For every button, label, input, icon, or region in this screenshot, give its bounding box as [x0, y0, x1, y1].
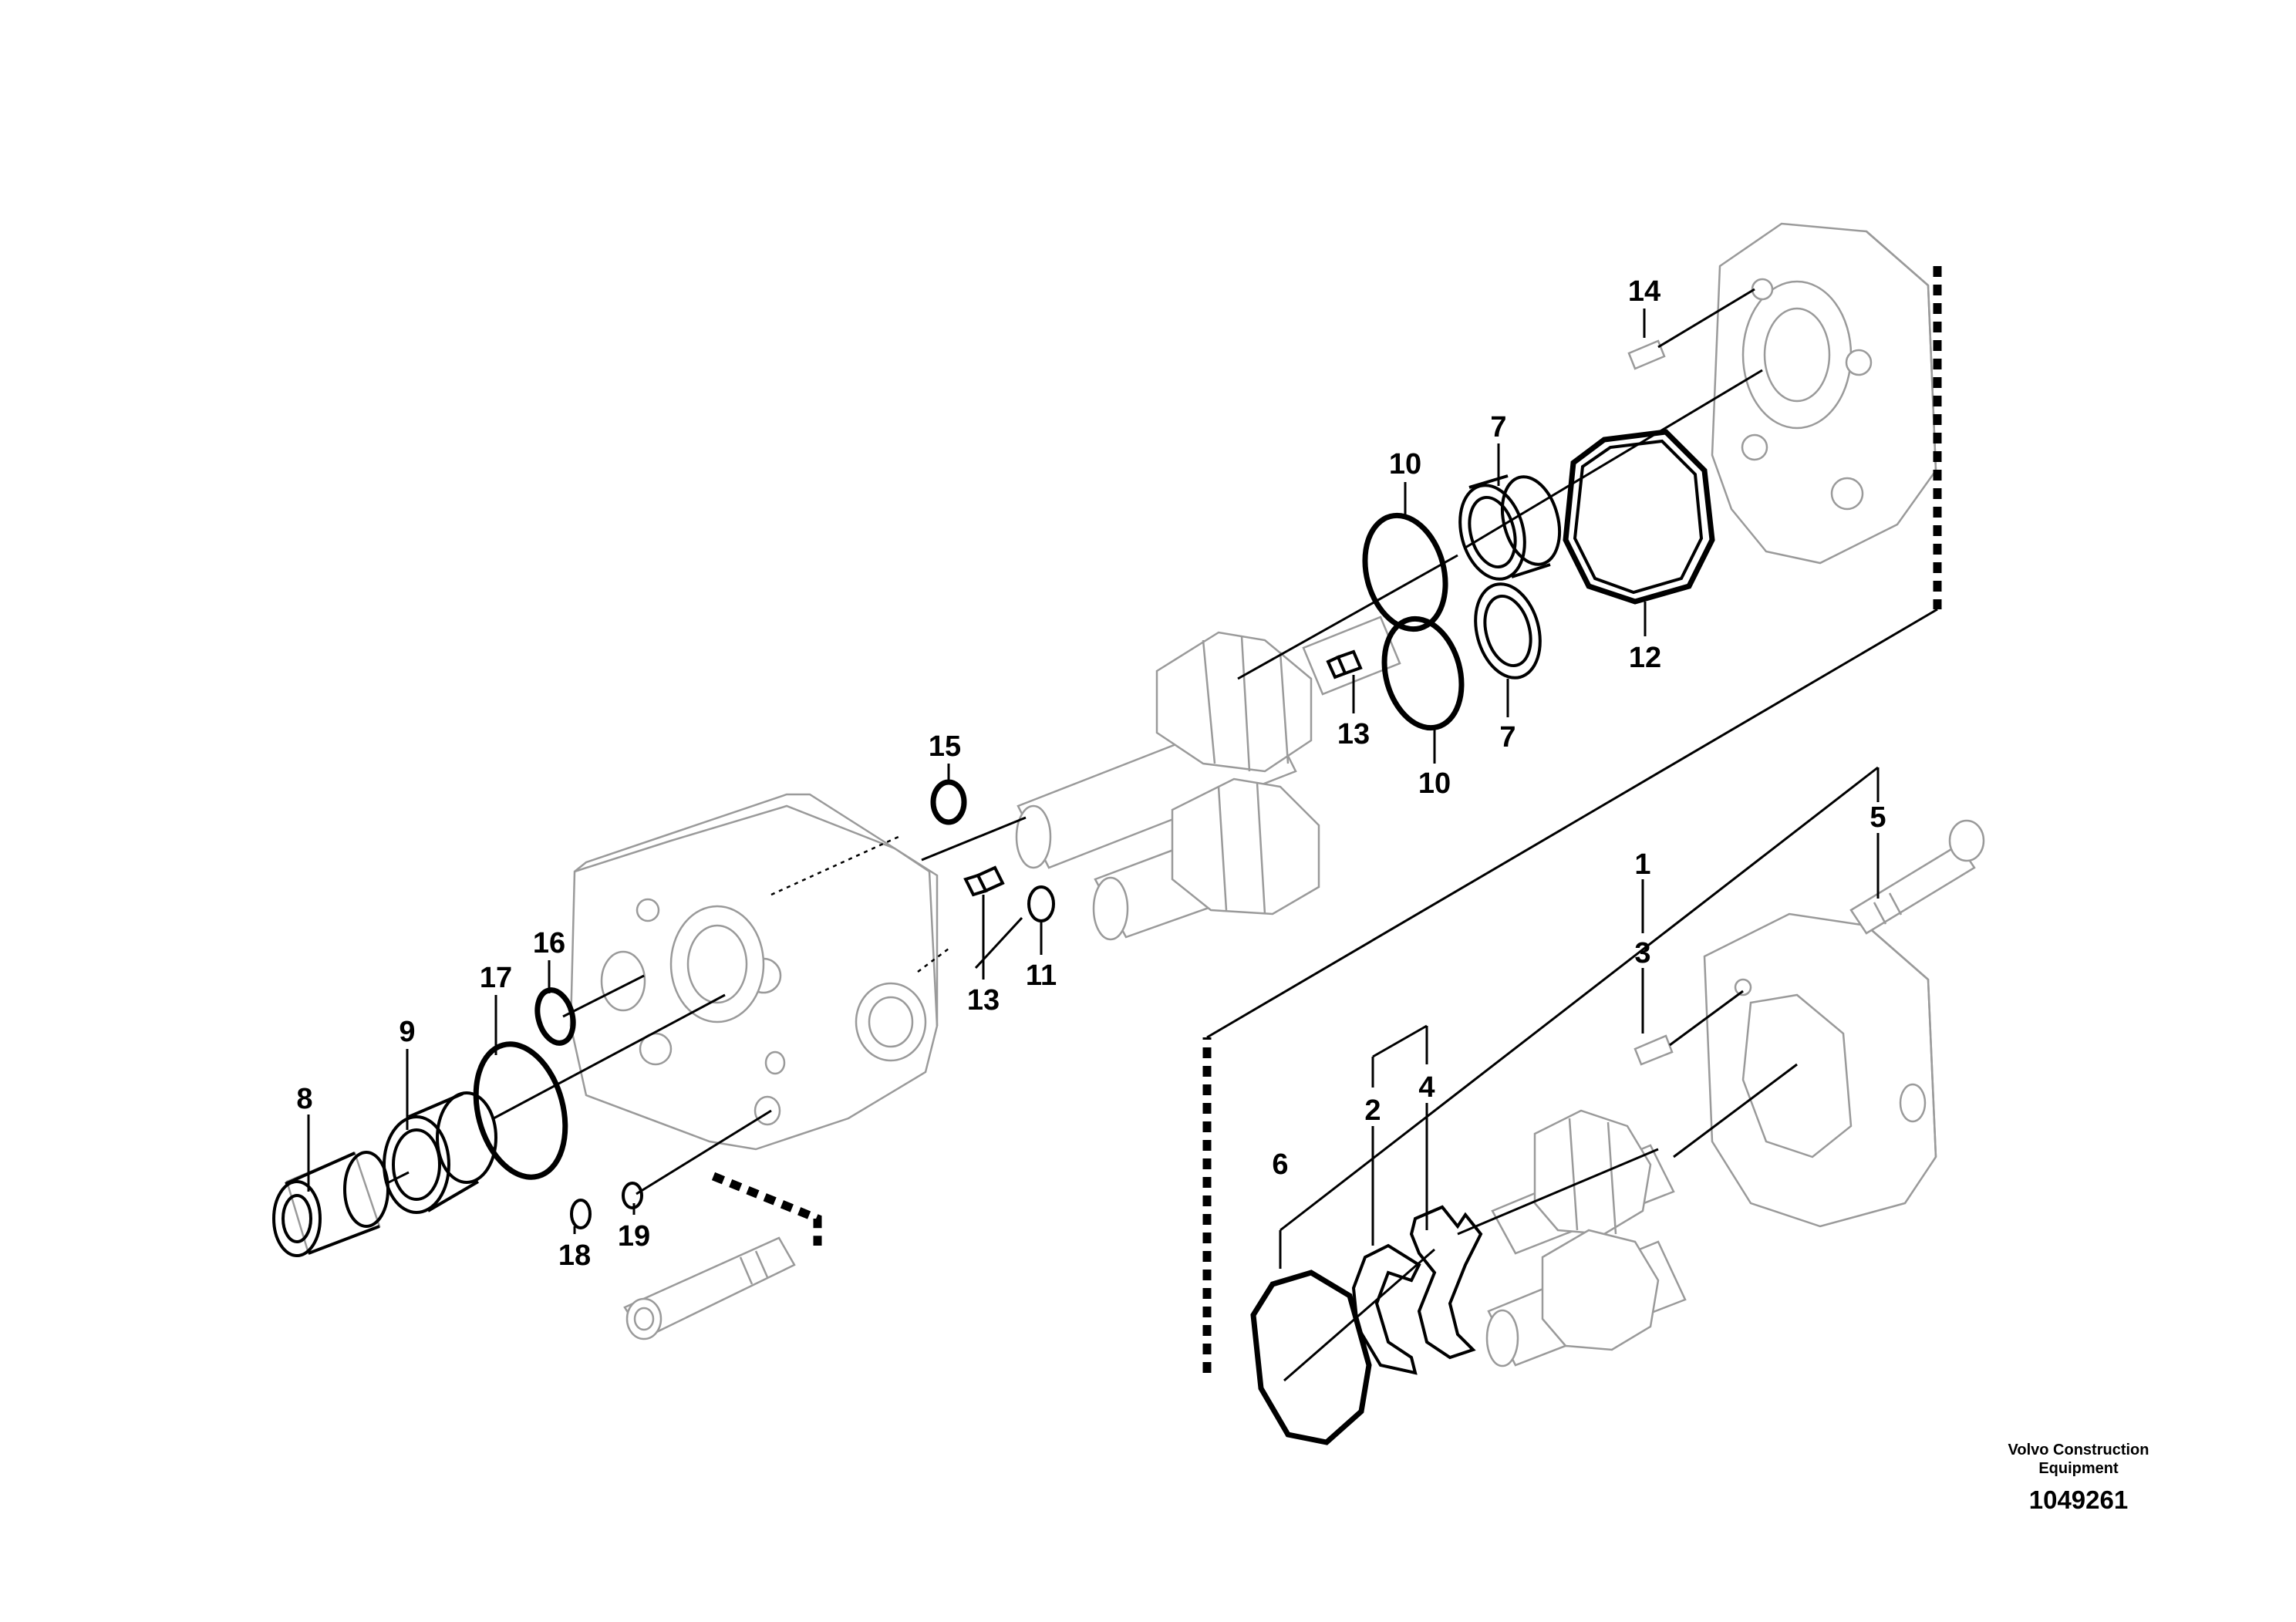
callout-15: 15 [929, 730, 961, 763]
callout-7-lower: 7 [1499, 721, 1515, 754]
callout-labels: 1 2 3 4 5 6 7 7 8 9 10 10 11 12 13 13 14… [296, 275, 1886, 1272]
o-ring-19 [622, 1182, 643, 1209]
callout-18: 18 [558, 1239, 591, 1272]
callout-19: 19 [618, 1220, 650, 1253]
company-name-line2: Equipment [2038, 1460, 2119, 1477]
bushing-7-lower [1474, 582, 1542, 679]
leader-lines [307, 288, 1880, 1382]
o-ring-11 [1027, 885, 1055, 922]
plug-13-left [963, 865, 1005, 897]
plug-13-right [1326, 649, 1363, 679]
o-ring-17 [473, 1041, 568, 1180]
callout-13-right: 13 [1337, 718, 1370, 750]
callout-16: 16 [533, 927, 565, 959]
backup-ring-4 [1409, 1205, 1483, 1360]
front-housing [569, 793, 949, 1151]
callout-7-upper: 7 [1490, 411, 1506, 443]
lower-drive-gear [1491, 1109, 1675, 1255]
bush-9 [383, 1091, 497, 1214]
callout-9: 9 [399, 1016, 415, 1048]
housing-bolt [623, 1236, 796, 1340]
callout-11: 11 [1026, 959, 1057, 992]
callout-13-left: 13 [967, 984, 1000, 1017]
lower-driven-gear [1485, 1229, 1687, 1367]
dowel-pin-14 [1627, 339, 1666, 370]
o-ring-10-lower [1381, 615, 1465, 731]
diagram-footer: Volvo Construction Equipment 1049261 [1955, 1441, 2202, 1515]
company-name-line1: Volvo Construction [2008, 1442, 2149, 1458]
callout-1: 1 [1634, 848, 1650, 881]
callout-4: 4 [1418, 1071, 1435, 1104]
bolt-5 [1849, 819, 1985, 935]
seal-12 [1563, 429, 1715, 605]
o-ring-15 [930, 779, 967, 825]
rear-housing-top [1711, 222, 1937, 565]
callout-10-upper: 10 [1389, 448, 1421, 481]
bush-8 [272, 1151, 389, 1257]
bushing-7-upper [1458, 474, 1561, 581]
alignment-dashes [711, 266, 1942, 1373]
callout-6: 6 [1272, 1148, 1288, 1181]
callout-2: 2 [1364, 1094, 1381, 1127]
callout-8: 8 [296, 1083, 312, 1115]
rear-housing-bottom [1703, 912, 1937, 1228]
callout-12: 12 [1629, 642, 1661, 674]
document-number: 1049261 [2028, 1485, 2129, 1514]
seal-6 [1250, 1270, 1372, 1445]
o-ring-10-upper [1362, 512, 1448, 632]
o-ring-18 [570, 1199, 592, 1229]
backup-ring-2 [1351, 1243, 1421, 1375]
callout-5: 5 [1870, 801, 1886, 834]
drive-gear-shaft [1015, 615, 1401, 869]
callout-10-lower: 10 [1418, 767, 1451, 800]
dowel-pin-3 [1633, 1034, 1674, 1066]
driven-gear [1092, 777, 1320, 941]
callout-17: 17 [480, 962, 512, 994]
callout-3: 3 [1634, 937, 1650, 969]
callout-14: 14 [1628, 275, 1660, 308]
